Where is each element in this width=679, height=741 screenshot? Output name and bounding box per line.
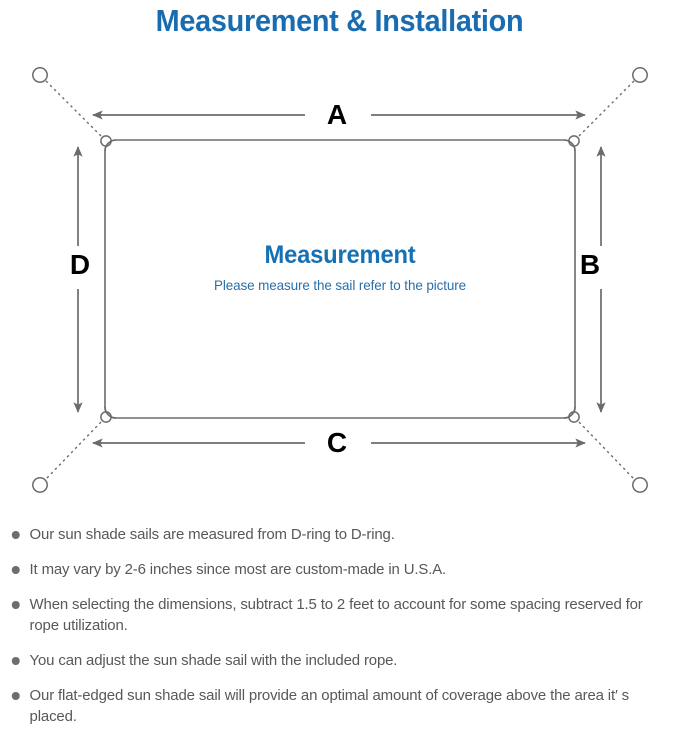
bullet-icon [11,566,20,574]
d-ring-bottom-left [100,411,112,423]
dimension-label-d: D [69,249,91,280]
note-text: You can adjust the sun shade sail with t… [29,652,398,669]
note-text: When selecting the dimensions, subtract … [29,596,643,634]
anchor-point-bottom-right [632,477,648,493]
measurement-diagram: A B C D Measurement Please measure the s… [0,44,679,514]
bullet-icon [11,692,20,700]
rope-line-bottom-right [578,421,635,480]
list-item: You can adjust the sun shade sail with t… [0,650,669,671]
bullet-icon [11,657,20,665]
notes-list: Our sun shade sails are measured from D-… [0,524,679,741]
sail-outline [104,139,576,419]
list-item: Our flat-edged sun shade sail will provi… [0,685,669,727]
d-ring-top-right [568,135,580,147]
dimension-label-a: A [326,99,348,130]
list-item: It may vary by 2-6 inches since most are… [0,559,669,580]
rope-line-top-right [578,80,635,137]
d-ring-top-left [100,135,112,147]
page-title: Measurement & Installation [155,3,524,38]
bullet-icon [11,531,20,539]
diagram-svg [32,67,648,493]
anchor-point-bottom-left [32,477,48,493]
note-text: Our sun shade sails are measured from D-… [29,526,395,543]
list-item: When selecting the dimensions, subtract … [0,594,669,636]
anchor-point-top-right [632,67,648,83]
dimension-label-b: B [579,249,601,280]
note-text: Our flat-edged sun shade sail will provi… [29,687,630,725]
bullet-icon [11,601,20,609]
d-ring-bottom-right [568,411,580,423]
sail-center-label: Measurement Please measure the sail refe… [105,240,575,294]
dimension-label-c: C [326,427,348,458]
anchor-point-top-left [32,67,48,83]
rope-line-bottom-left [45,421,102,480]
sail-label-title: Measurement [264,241,416,269]
list-item: Our sun shade sails are measured from D-… [0,524,669,545]
sail-label-subtitle: Please measure the sail refer to the pic… [213,277,467,293]
rope-line-top-left [45,80,102,137]
note-text: It may vary by 2-6 inches since most are… [29,561,447,578]
